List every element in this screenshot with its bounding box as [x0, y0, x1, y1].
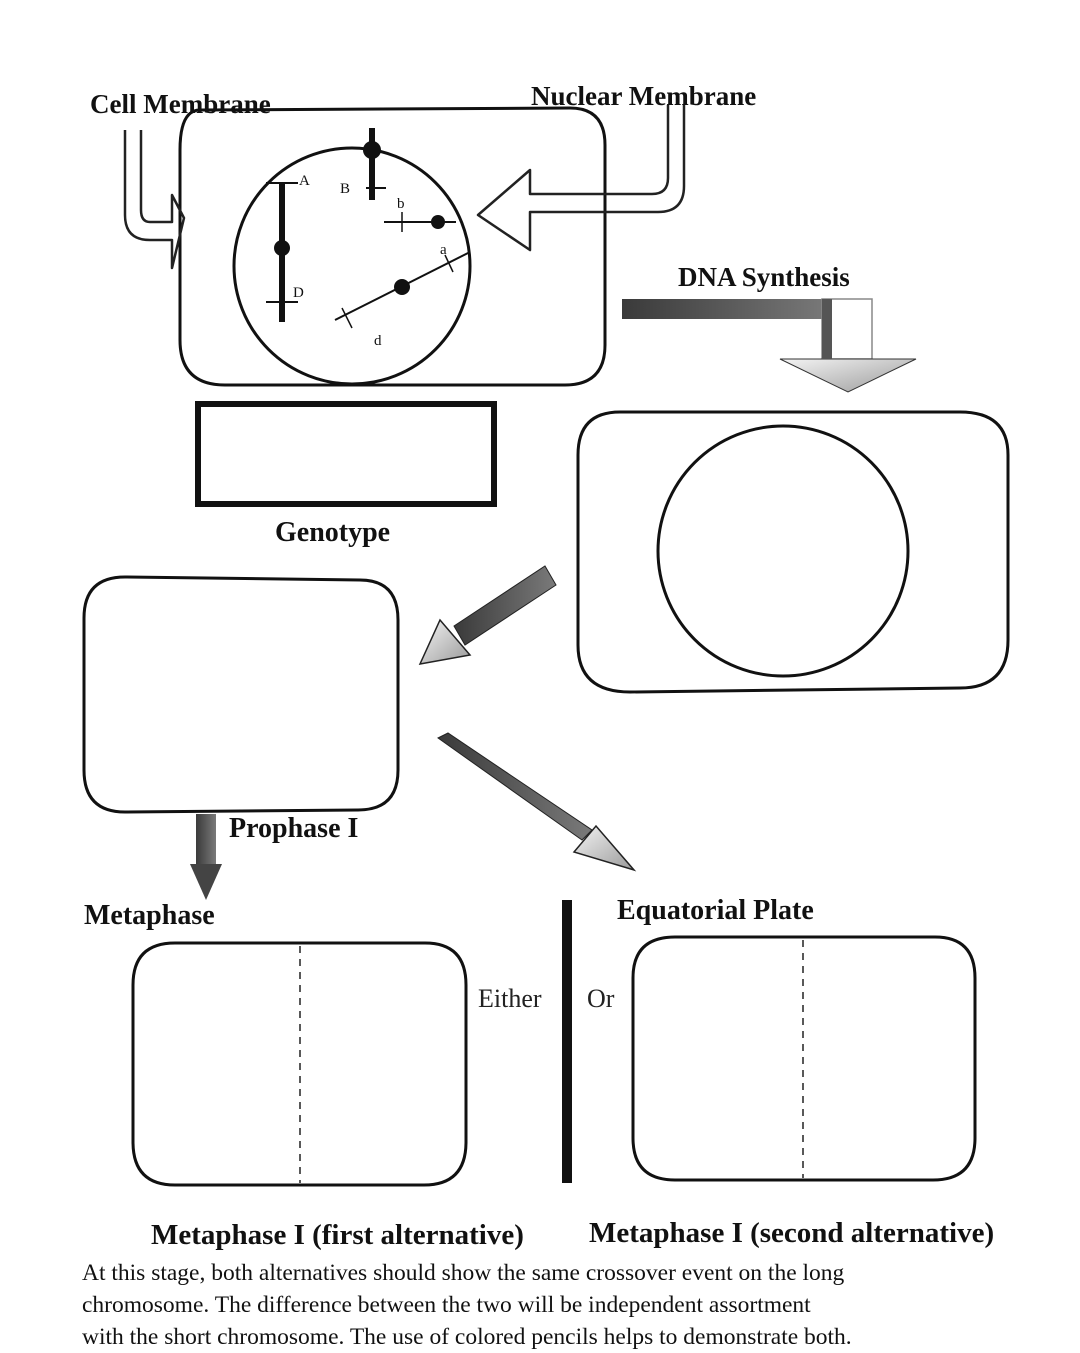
nucleus-circle: [232, 146, 472, 386]
cell-membrane-label: Cell Membrane: [90, 89, 271, 119]
arrow-to-prophase: [418, 565, 557, 665]
cell-membrane-outline: [178, 106, 607, 387]
caption-line: chromosome. The difference between the t…: [82, 1292, 811, 1318]
arrow-to-equatorial-plate: [437, 732, 637, 872]
nuclear-membrane-pointer: [476, 105, 686, 252]
genotype-box: [195, 401, 497, 507]
chromosome-long-B: [363, 128, 386, 200]
allele-A: A: [299, 173, 310, 189]
chromosome-short-b: [384, 212, 456, 232]
prophase-cell-outline: [82, 575, 400, 814]
chromosome-long-AD: [266, 182, 298, 322]
nuclear-membrane-label: Nuclear Membrane: [531, 81, 757, 111]
subtitle-second-alternative: Metaphase I (second alternative): [589, 1217, 995, 1249]
replicated-cell-outline: [576, 410, 1010, 694]
either-label: Either: [478, 984, 542, 1013]
allele-a: a: [440, 242, 447, 258]
allele-d: d: [374, 333, 382, 349]
or-label: Or: [587, 984, 615, 1013]
cell-membrane-pointer: [123, 130, 186, 270]
either-or-divider: [562, 900, 572, 1183]
chromosome-diagonal-ad: [334, 251, 471, 329]
caption-line: with the short chromosome. The use of co…: [82, 1324, 852, 1350]
equatorial-plate-label: Equatorial Plate: [617, 895, 814, 926]
replicated-nucleus: [656, 424, 910, 678]
allele-B: B: [340, 181, 350, 197]
allele-b: b: [397, 196, 405, 212]
allele-D: D: [293, 285, 304, 301]
dna-synthesis-arrow: [622, 298, 917, 393]
metaphase-label: Metaphase: [84, 900, 215, 931]
caption: At this stage, both alternatives should …: [82, 1257, 982, 1353]
genotype-label: Genotype: [275, 517, 391, 548]
prophase-label: Prophase I: [229, 813, 359, 844]
dna-synthesis-label: DNA Synthesis: [678, 262, 850, 292]
subtitle-first-alternative: Metaphase I (first alternative): [151, 1219, 524, 1251]
caption-line: At this stage, both alternatives should …: [82, 1260, 845, 1286]
metaphase-second-box: [631, 935, 977, 1182]
arrow-to-metaphase: [190, 814, 222, 900]
metaphase-first-box: [131, 941, 468, 1187]
